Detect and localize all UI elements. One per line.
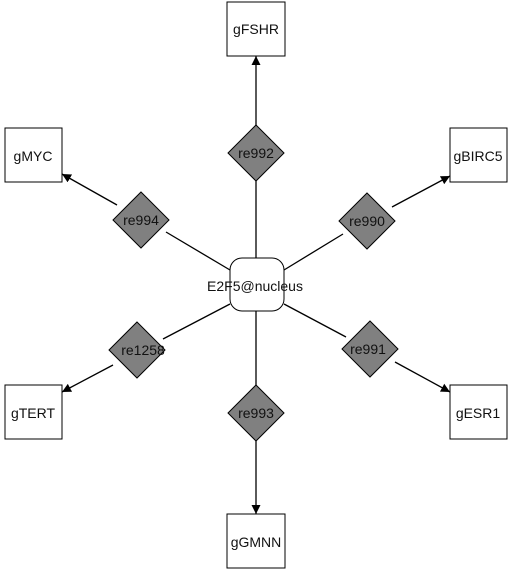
reaction-label: re1258 [121,342,165,358]
gene-node-gbirc5[interactable]: gBIRC5 [449,127,508,183]
reaction-node-re994[interactable]: re994 [112,191,170,249]
reaction-node-re992[interactable]: re992 [227,124,285,182]
gene-label: gTERT [11,405,56,421]
center-label: E2F5@nucleus [207,278,303,294]
gene-label: gMYC [14,148,53,164]
edge-center-re991 [283,303,347,338]
gene-label: gBIRC5 [453,148,502,164]
gene-node-gmyc[interactable]: gMYC [4,127,63,183]
center-node-e2f5[interactable]: E2F5@nucleus [207,257,303,312]
gene-node-gesr1[interactable]: gESR1 [449,384,508,440]
reaction-label: re991 [350,341,386,357]
edge-re994-gmyc [61,173,118,206]
reaction-node-re993[interactable]: re993 [227,384,285,442]
reaction-node-re990[interactable]: re990 [338,192,396,250]
reaction-node-re1258[interactable]: re1258 [108,321,166,379]
reaction-label: re992 [238,145,274,161]
edge-re990-gbirc5 [391,175,451,208]
edge-center-re994 [165,231,231,271]
edge-center-re990 [283,233,344,271]
gene-node-ggmnn[interactable]: gGMNN [226,513,286,569]
edge-re991-gesr1 [394,361,451,393]
gene-node-gfshr[interactable]: gFSHR [226,1,286,57]
edge-re1258-gtert [61,364,114,393]
reaction-label: re994 [123,212,159,228]
reaction-node-re991[interactable]: re991 [341,320,399,378]
reaction-label: re993 [238,405,274,421]
gene-label: gFSHR [233,21,279,37]
gene-node-gtert[interactable]: gTERT [4,384,63,440]
edge-center-re1258 [162,303,231,340]
gene-label: gGMNN [231,534,282,550]
gene-label: gESR1 [456,405,501,421]
reaction-label: re990 [349,213,385,229]
